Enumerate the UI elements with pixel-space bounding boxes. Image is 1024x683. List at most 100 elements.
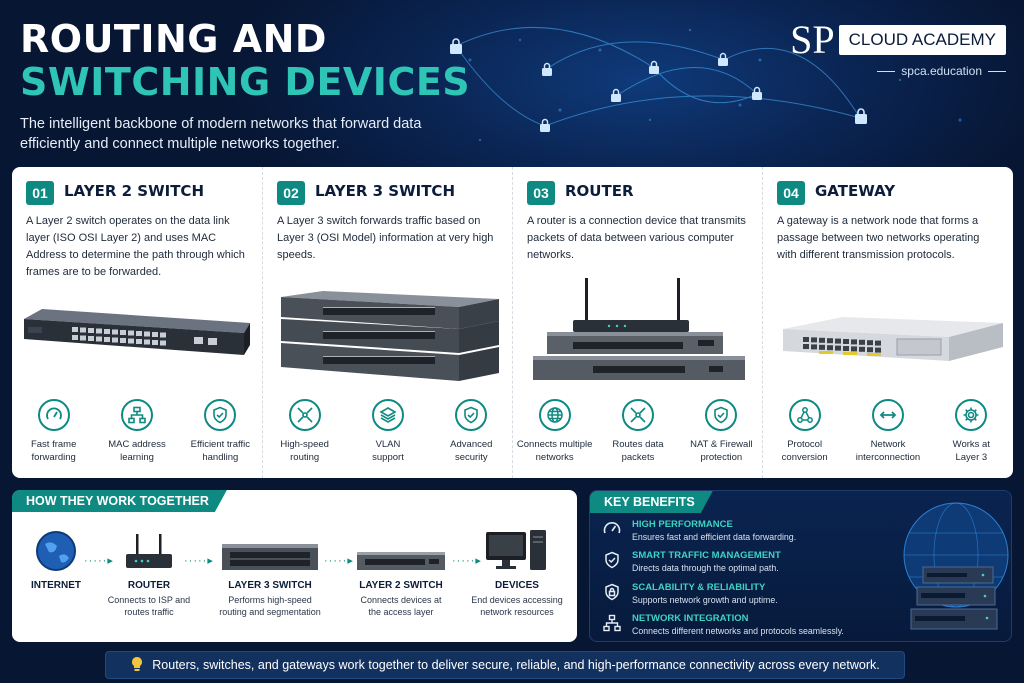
benefit-title: SCALABILITY & RELIABILITY: [632, 582, 766, 593]
card-router: 03 ROUTER A router is a connection devic…: [512, 167, 762, 478]
card-number: 03: [527, 181, 555, 205]
flow-step-desc: Connects to ISP and routes traffic: [107, 595, 191, 617]
feature-item: Network interconnection: [848, 399, 928, 464]
flow-step-name: ROUTER: [127, 580, 171, 591]
benefit-item: HIGH PERFORMANCE Ensures fast and efficie…: [602, 519, 852, 542]
computer-icon: [484, 526, 550, 572]
card-number: 04: [777, 181, 805, 205]
flow-step-name: LAYER 3 SWITCH: [228, 580, 312, 591]
device-cards-panel: 01 LAYER 2 SWITCH A Layer 2 switch opera…: [12, 167, 1013, 478]
feature-item: NAT & Firewall protection: [681, 399, 761, 464]
feature-label: NAT & Firewall protection: [690, 439, 753, 463]
layer2-switch-image: [24, 309, 250, 355]
feature-list: Fast frame forwarding MAC address learni…: [12, 399, 262, 464]
card-title: ROUTER: [565, 182, 634, 200]
feature-label: Advanced security: [450, 439, 493, 463]
benefit-title: NETWORK INTEGRATION: [632, 613, 749, 624]
network-arrows-icon: [621, 399, 654, 431]
header: ROUTING AND SWITCHING DEVICES The intell…: [20, 18, 580, 154]
flow-step-router: ROUTER Connects to ISP and routes traffi…: [89, 526, 209, 618]
card-title: GATEWAY: [815, 182, 896, 200]
feature-label: Fast frame forwarding: [30, 439, 77, 463]
speedometer-icon: [602, 519, 622, 539]
shield-check-icon: [705, 399, 738, 431]
footer-banner: Routers, switches, and gateways work tog…: [105, 651, 905, 679]
benefit-item: SMART TRAFFIC MANAGEMENT Directs data thr…: [602, 550, 852, 573]
shield-check-icon: [455, 399, 488, 431]
feature-label: Routes data packets: [612, 439, 664, 463]
benefit-item: NETWORK INTEGRATION Connects different ne…: [602, 613, 892, 636]
card-layer2-switch: 01 LAYER 2 SWITCH A Layer 2 switch opera…: [12, 167, 262, 478]
gear-icon: [955, 399, 988, 431]
globe-icon: [538, 399, 571, 431]
card-number: 02: [277, 181, 305, 205]
feature-label: High-speed routing: [280, 439, 329, 463]
network-nodes-icon: [602, 613, 622, 633]
flow-step-name: INTERNET: [31, 580, 81, 591]
speedometer-icon: [37, 399, 70, 431]
page-subtitle: The intelligent backbone of modern netwo…: [20, 116, 422, 152]
flow-step-name: LAYER 2 SWITCH: [359, 580, 443, 591]
footer-text: Routers, switches, and gateways work tog…: [152, 658, 880, 672]
logo-mark: SP: [790, 17, 835, 62]
flow-step-layer3-switch: LAYER 3 SWITCH Performs high-speed routi…: [210, 526, 330, 618]
flow-step-internet: INTERNET: [12, 526, 116, 594]
section-title: KEY BENEFITS: [590, 491, 713, 513]
layer3-switch-image: [281, 291, 499, 381]
benefit-title: HIGH PERFORMANCE: [632, 519, 733, 530]
card-title: LAYER 2 SWITCH: [64, 182, 204, 200]
flow-step-desc: Performs high-speed routing and segmenta…: [219, 595, 321, 617]
feature-item: Connects multiple networks: [515, 399, 595, 464]
lock-icons: [450, 38, 867, 132]
feature-item: Protocol conversion: [765, 399, 845, 464]
page-title-line1: ROUTING AND: [20, 17, 327, 61]
flow-arrow: ·····▸: [324, 555, 354, 567]
feature-label: Efficient traffic handling: [190, 439, 250, 463]
globe-servers-graphic: [903, 502, 1009, 630]
flow-step-devices: DEVICES End devices accessing network re…: [457, 526, 577, 618]
page-title-line2: SWITCHING DEVICES: [20, 60, 471, 104]
card-number: 01: [26, 181, 54, 205]
flow-step-layer2-switch: LAYER 2 SWITCH Connects devices at the a…: [341, 526, 461, 618]
card-description: A router is a connection device that tra…: [527, 215, 746, 261]
lock-shield-icon: [602, 582, 622, 602]
network-map-graphic: [450, 26, 962, 142]
card-layer3-switch: 02 LAYER 3 SWITCH A Layer 3 switch forwa…: [262, 167, 512, 478]
logo-url[interactable]: spca.education: [901, 64, 982, 78]
section-title: HOW THEY WORK TOGETHER: [12, 490, 227, 512]
feature-item: Routes data packets: [598, 399, 678, 464]
benefit-desc: Connects different networks and protocol…: [632, 626, 844, 636]
flow-step-name: DEVICES: [495, 580, 539, 591]
double-arrow-icon: [871, 399, 904, 431]
flow-step-desc: End devices accessing network resources: [471, 595, 563, 617]
feature-label: Connects multiple networks: [516, 439, 593, 463]
feature-item: High-speed routing: [265, 399, 345, 464]
brand-logo[interactable]: SP CLOUD ACADEMY spca.education: [790, 20, 1006, 78]
feature-label: VLAN support: [372, 439, 404, 463]
feature-label: Network interconnection: [855, 439, 921, 463]
card-title: LAYER 3 SWITCH: [315, 182, 455, 200]
key-benefits-panel: KEY BENEFITS HIGH PERFORMANCE Ensures fas…: [589, 490, 1012, 642]
feature-list: High-speed routing VLAN support Advanced…: [263, 399, 513, 464]
layer3-switch-icon: [220, 526, 320, 572]
feature-item: Fast frame forwarding: [14, 399, 94, 464]
feature-item: MAC address learning: [97, 399, 177, 464]
benefit-desc: Ensures fast and efficient data forwardi…: [632, 532, 797, 542]
router-icon: [122, 526, 176, 572]
feature-item: Works at Layer 3: [931, 399, 1011, 464]
feature-label: Protocol conversion: [781, 439, 828, 463]
card-gateway: 04 GATEWAY A gateway is a network node t…: [762, 167, 1013, 478]
lightbulb-icon: [130, 656, 144, 675]
feature-item: Efficient traffic handling: [180, 399, 260, 464]
network-arrows-icon: [288, 399, 321, 431]
logo-name: CLOUD ACADEMY: [838, 25, 1006, 55]
benefit-desc: Directs data through the optimal path.: [632, 563, 779, 573]
flow-step-desc: Connects devices at the access layer: [360, 595, 442, 617]
feature-label: MAC address learning: [108, 439, 166, 463]
benefit-title: SMART TRAFFIC MANAGEMENT: [632, 550, 781, 561]
gateway-image: [783, 317, 1003, 361]
how-they-work-panel: HOW THEY WORK TOGETHER INTERNET ·····▸ R…: [12, 490, 577, 642]
protocol-nodes-icon: [788, 399, 821, 431]
feature-list: Connects multiple networks Routes data p…: [513, 399, 763, 464]
shield-check-icon: [204, 399, 237, 431]
